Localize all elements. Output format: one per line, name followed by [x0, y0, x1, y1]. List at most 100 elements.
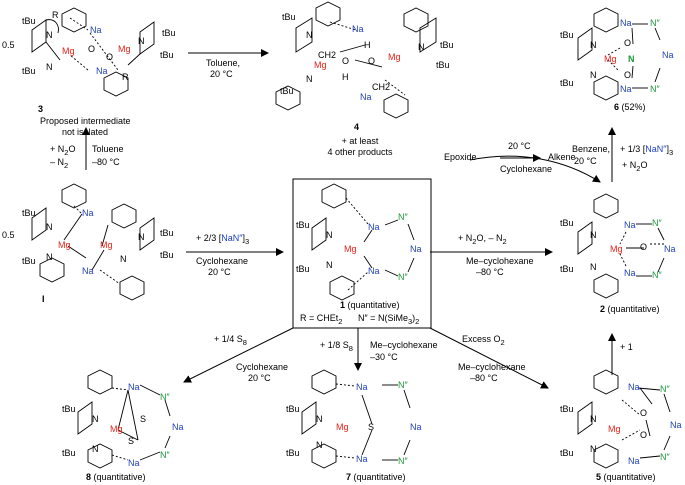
- c7-na-1: Na: [356, 382, 368, 392]
- c7-s: S: [368, 422, 375, 432]
- c3-n-1: N: [46, 30, 53, 40]
- cond-ep-temp: 20 °C: [508, 141, 531, 151]
- c3-tbu-2: tBu: [22, 66, 36, 76]
- c4-tbu-1: tBu: [282, 12, 296, 22]
- c7-npp-2: N″: [398, 456, 408, 466]
- structure-2: [577, 193, 665, 299]
- cond-plus-1: + 1: [620, 342, 633, 352]
- c2-o: O: [640, 242, 648, 252]
- cond-cyclohexane-temp: 20 °C: [208, 267, 231, 277]
- c6-n-mid: N: [628, 54, 635, 64]
- c6-n-2: N: [590, 70, 597, 80]
- c3-n-3: N: [138, 36, 145, 46]
- c5-na-2: Na: [670, 420, 682, 430]
- c6-tbu-1: tBu: [560, 30, 574, 40]
- c4-ch2-1: CH2: [318, 50, 337, 60]
- c8-s-2: S: [128, 436, 135, 446]
- c4-tbu-2: tBu: [280, 86, 294, 96]
- cond-benzene: Benzene,: [572, 144, 611, 154]
- structure-4: [275, 1, 437, 119]
- cI-mg-1: Mg: [58, 240, 71, 250]
- c4-mg-1: Mg: [314, 60, 327, 70]
- c5-tbu-1: tBu: [560, 404, 574, 414]
- c2-na-2: Na: [664, 244, 676, 254]
- structure-I: [31, 183, 155, 301]
- structure-1: [311, 183, 415, 301]
- c5-npp-1: N″: [660, 384, 670, 394]
- cond-o2-temp: –80 °C: [470, 373, 498, 383]
- cI-tbu-4: tBu: [160, 250, 174, 260]
- c8-npp-1: N″: [160, 392, 170, 402]
- cond-benzene-temp: 20 °C: [574, 156, 597, 166]
- c6-na-2: Na: [662, 50, 674, 60]
- c3-na-2: Na: [96, 66, 108, 76]
- cI-na-2: Na: [82, 266, 94, 276]
- c6-label: 6 (52%): [614, 102, 646, 113]
- c6-tbu-2: tBu: [560, 78, 574, 88]
- c3-half: 0.5: [2, 40, 15, 50]
- cond-toluene-20: Toluene,: [206, 58, 241, 68]
- c3-note-2: not isolated: [61, 127, 109, 137]
- c3-label: 3: [38, 104, 44, 114]
- structure-6: [577, 7, 661, 101]
- cond-epoxide: Epoxide: [444, 152, 477, 162]
- c6-num: 6: [614, 102, 620, 112]
- c5-o-1: O: [640, 408, 648, 418]
- c5-npp-2: N″: [660, 452, 670, 462]
- c8-na-3: Na: [128, 458, 140, 468]
- c2-npp-2: N″: [652, 270, 662, 280]
- cond-n2o-plus: + N2O: [50, 144, 76, 157]
- reaction-arrows: [82, 49, 616, 389]
- c6-mg: Mg: [604, 54, 617, 64]
- c3-tbu-1: tBu: [22, 16, 36, 26]
- c4-n-3: N: [418, 42, 425, 52]
- cI-na-1: Na: [82, 208, 94, 218]
- structure-3: [31, 7, 155, 97]
- c1-tbu-1: tBu: [296, 220, 310, 230]
- c8-mg: Mg: [110, 424, 123, 434]
- c2-mg: Mg: [610, 244, 623, 254]
- c4-o-2: O: [368, 56, 376, 66]
- cond-s8-solv: Cyclohexane: [236, 362, 289, 372]
- cond-o2: Excess O2: [462, 334, 505, 347]
- c6-npp-1: N″: [650, 18, 660, 28]
- c1-n-1: N: [326, 230, 333, 240]
- def-r: R = CHEt2: [300, 313, 343, 326]
- cond-s8-eighth: + 1/8 S8: [320, 340, 353, 353]
- c4-note-2: 4 other products: [327, 147, 393, 157]
- cI-n-1: N: [46, 222, 53, 232]
- cond-toluene-80: Toluene: [92, 144, 124, 154]
- c6-o-1: O: [624, 38, 632, 48]
- cond-ep-solv: Cyclohexane: [500, 164, 553, 174]
- cond-o2-solv: Me–cyclohexane: [458, 362, 526, 372]
- c3-o-1: O: [88, 44, 96, 54]
- c3-mg-1: Mg: [62, 46, 75, 56]
- cI-tbu-2: tBu: [22, 256, 36, 266]
- cI-mg-2: Mg: [100, 240, 113, 250]
- c2-n-1: N: [590, 230, 597, 240]
- c5-na-1: Na: [628, 382, 640, 392]
- compound-1-box: [292, 178, 432, 329]
- c4-n-2: N: [306, 74, 313, 84]
- c2-tbu-1: tBu: [560, 218, 574, 228]
- c7-n-2: N: [316, 440, 323, 450]
- arrow-1-to-8: [183, 327, 294, 383]
- cond-s8-temp2: –30 °C: [370, 352, 398, 362]
- c3-tbu-3: tBu: [162, 28, 176, 38]
- c4-na-2: Na: [360, 92, 372, 102]
- c1-label: 1 (quantitative): [340, 300, 400, 310]
- cond-alkene: Alkene: [548, 152, 576, 162]
- c1-tbu-2: tBu: [296, 264, 310, 274]
- c4-o-1: O: [342, 56, 350, 66]
- c5-label: 5 (quantitative): [596, 472, 656, 482]
- c4-tbu-4: tBu: [436, 60, 450, 70]
- c7-label: 7 (quantitative): [346, 472, 406, 482]
- c3-o-2: O: [106, 52, 114, 62]
- c5-n-2: N: [590, 444, 597, 454]
- c1-npp-1: N″: [398, 212, 408, 222]
- def-npp: N″ = N(SiMe3)2: [358, 313, 420, 326]
- structure-8: [77, 369, 171, 469]
- c8-n-1: N: [92, 414, 99, 424]
- structure-7: [301, 369, 411, 469]
